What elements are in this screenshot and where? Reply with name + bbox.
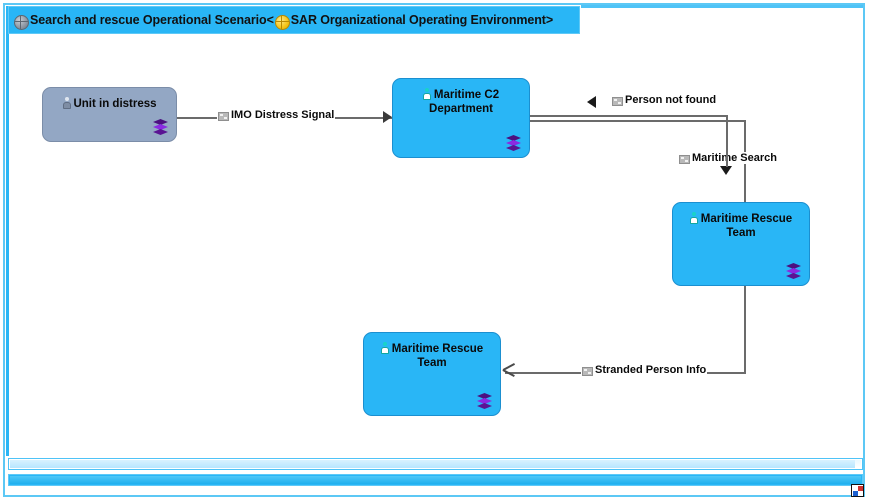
message-icon [612, 96, 623, 106]
node-label: Maritime Rescue Team [673, 210, 809, 240]
person-icon [690, 212, 699, 224]
diagram-canvas[interactable]: IMO Distress Signal Maritime Search Pers… [9, 36, 862, 456]
edge-label-stranded-person-info[interactable]: Stranded Person Info [581, 364, 708, 376]
title-part-1: Search and rescue Operational Scenario< [30, 13, 274, 27]
edge-arrow-stranded-person-info [503, 366, 515, 380]
edge-label-person-not-found[interactable]: Person not found [611, 94, 718, 106]
message-icon [218, 111, 229, 121]
node-label-text: Maritime Rescue Team [700, 213, 793, 239]
node-label: Maritime C2 Department [393, 86, 529, 116]
stacked-diamonds-icon [477, 393, 492, 409]
secondary-scrollbar-thumb[interactable] [10, 476, 861, 484]
node-label: Maritime Rescue Team [364, 340, 500, 370]
edge-label-text: Stranded Person Info [595, 364, 707, 376]
stacked-diamonds-icon [506, 135, 521, 151]
edge-line-person-not-found-v [726, 115, 728, 167]
edge-label-text: Maritime Search [692, 152, 777, 164]
node-label-text: Unit in distress [73, 98, 157, 110]
edge-arrow-imo-distress-signal [383, 111, 392, 123]
horizontal-scrollbar[interactable] [8, 458, 863, 470]
edge-label-text: Person not found [625, 94, 717, 106]
edge-line-stranded-person-info-v [744, 286, 746, 374]
node-unit-in-distress[interactable]: Unit in distress [42, 87, 177, 142]
globe-yellow-icon [274, 14, 290, 30]
edge-arrow-maritime-search [720, 166, 732, 175]
edge-arrow-person-not-found [587, 96, 596, 108]
diagram-title-tab[interactable]: Search and rescue Operational Scenario< … [8, 6, 580, 34]
edge-label-text: IMO Distress Signal [231, 109, 335, 121]
stacked-diamonds-icon [153, 119, 168, 135]
edge-line-maritime-search-h [529, 120, 746, 122]
stacked-diamonds-icon [786, 263, 801, 279]
edge-line-person-not-found-h [529, 115, 727, 117]
message-icon [582, 366, 593, 376]
secondary-scrollbar[interactable] [8, 474, 863, 486]
person-icon [381, 342, 390, 354]
person-icon [423, 88, 432, 100]
edge-label-imo-distress-signal[interactable]: IMO Distress Signal [217, 109, 336, 121]
node-label-text: Maritime Rescue Team [391, 343, 484, 369]
node-maritime-c2-department[interactable]: Maritime C2 Department [392, 78, 530, 158]
node-maritime-rescue-team-right[interactable]: Maritime Rescue Team [672, 202, 810, 286]
message-icon [679, 154, 690, 164]
resize-grip[interactable] [851, 484, 864, 497]
frame-top-accent [581, 5, 863, 8]
node-label-text: Maritime C2 Department [429, 89, 500, 115]
frame-left-accent [6, 6, 9, 456]
title-part-2: SAR Organizational Operating Environment… [290, 13, 554, 27]
scrollbar-track[interactable] [10, 460, 861, 468]
scrollbar-thumb[interactable] [10, 460, 855, 468]
globe-gray-icon [14, 14, 29, 30]
person-icon [62, 97, 71, 109]
node-maritime-rescue-team-bottom[interactable]: Maritime Rescue Team [363, 332, 501, 416]
node-label: Unit in distress [43, 95, 176, 112]
